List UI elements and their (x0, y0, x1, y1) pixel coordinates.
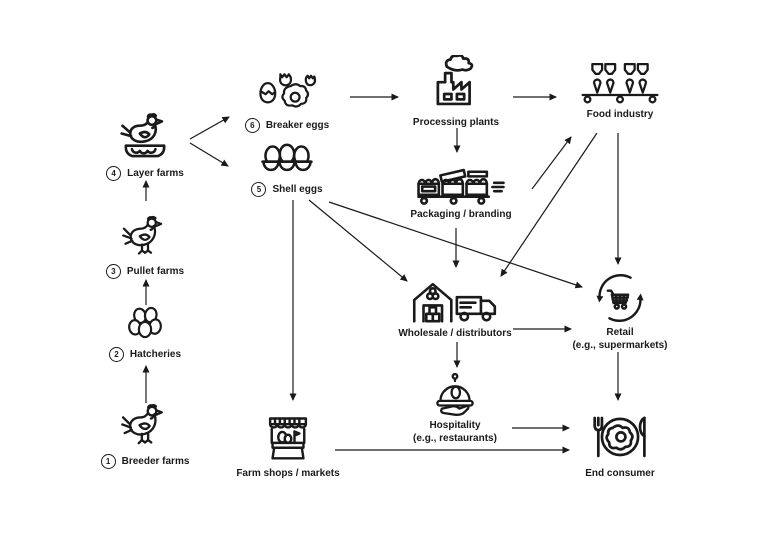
factory-icon (436, 55, 474, 106)
step-number: 3 (105, 264, 121, 279)
warehouse-truck-icon (412, 282, 497, 323)
arrow-food_industry-to-wholesale_distributors (500, 132, 598, 277)
carton-conveyor-icon (417, 168, 505, 205)
node-sublabel: (e.g., restaurants) (413, 433, 497, 444)
step-number: 6 (244, 118, 260, 133)
node-label: Hospitality (429, 420, 481, 431)
node-packaging-branding: Packaging / branding (376, 157, 546, 221)
node-label: Wholesale / distributors (398, 328, 512, 339)
node-hatcheries: 2 Hatcheries (65, 302, 225, 362)
cart-cycle-icon (596, 274, 644, 322)
node-breaker-eggs: 6 Breaker eggs (207, 69, 367, 133)
step-number: 4 (106, 166, 122, 181)
node-wholesale-distributors: Wholesale / distributors (370, 274, 540, 340)
node-label: Retail (606, 327, 634, 338)
step-number: 5 (251, 182, 267, 197)
node-label: Packaging / branding (410, 209, 512, 220)
node-layer-farms: 4 Layer farms (65, 111, 225, 181)
node-food-industry: Food industry (540, 59, 700, 121)
node-hospitality: Hospitality (e.g., restaurants) (375, 371, 535, 445)
arrow-shell_eggs-to-retail (328, 201, 583, 289)
arrow-layer_farms-to-breaker_eggs (189, 116, 230, 140)
node-end-consumer: End consumer (540, 408, 700, 480)
market-stall-icon (268, 417, 308, 460)
node-shell-eggs: 5 Shell eggs (207, 141, 367, 197)
meal-plate-icon (593, 416, 646, 458)
node-label: Pullet farms (126, 266, 185, 277)
node-label: Farm shops / markets (236, 468, 340, 479)
node-farm-shops-markets: Farm shops / markets (208, 412, 368, 480)
node-label: Hatcheries (129, 349, 182, 360)
chicken-icon (122, 215, 163, 255)
node-label: End consumer (585, 468, 655, 479)
arrow-packaging_branding-to-food_industry (531, 136, 572, 190)
node-label: Shell eggs (272, 184, 323, 195)
arrow-shell_eggs-to-wholesale_distributors (308, 199, 408, 282)
node-label: Layer farms (127, 168, 184, 179)
node-label: Food industry (586, 109, 654, 120)
hen-on-nest-icon (120, 113, 166, 158)
cracked-eggs-icon (259, 73, 317, 108)
step-number: 2 (108, 347, 124, 362)
cloche-hand-icon (436, 372, 474, 416)
node-retail: Retail (e.g., supermarkets) (540, 272, 700, 352)
node-sublabel: (e.g., supermarkets) (572, 340, 668, 351)
node-label: Breaker eggs (265, 120, 330, 131)
egg-carton-icon (261, 143, 313, 172)
node-breeder-farms: 1 Breeder farms (65, 401, 225, 469)
arrow-layer_farms-to-shell_eggs (189, 142, 229, 167)
production-line-icon (581, 62, 659, 104)
node-pullet-farms: 3 Pullet farms (65, 213, 225, 279)
step-number: 1 (100, 454, 116, 469)
chicken-icon (121, 404, 163, 445)
node-processing-plants: Processing plants (376, 55, 536, 129)
node-label: Breeder farms (121, 456, 190, 467)
eggs-cluster-icon (128, 306, 162, 339)
node-label: Processing plants (412, 117, 500, 128)
